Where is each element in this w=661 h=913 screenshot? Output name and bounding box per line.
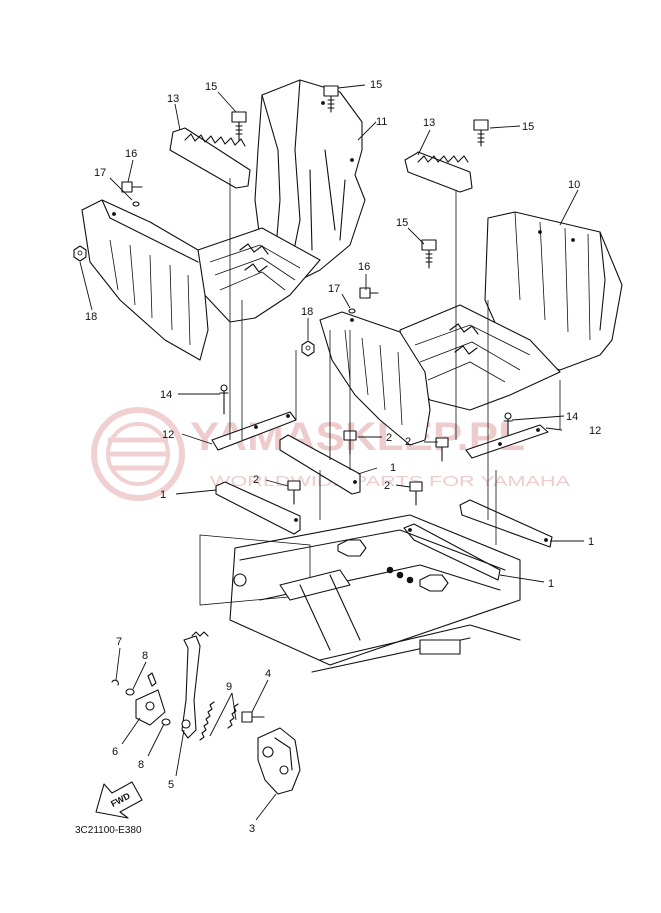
callout-2: 2 xyxy=(384,480,390,492)
callout-5: 5 xyxy=(168,779,174,791)
right-footrest-guard xyxy=(319,211,623,446)
brake-pedal-assembly xyxy=(95,631,301,819)
callout-7: 7 xyxy=(116,636,122,648)
left-footrest-guard xyxy=(81,79,366,361)
callout-18: 18 xyxy=(85,311,97,323)
callout-16: 16 xyxy=(358,261,370,273)
callout-2: 2 xyxy=(405,436,411,448)
callout-8: 8 xyxy=(142,650,148,662)
left-footrest-rubber xyxy=(169,127,251,189)
callout-labels: 15 15 13 11 16 17 18 13 15 10 15 16 17 1… xyxy=(85,79,601,835)
callout-1: 1 xyxy=(588,536,594,548)
callout-2: 2 xyxy=(253,474,259,486)
callout-15: 15 xyxy=(522,121,534,133)
callout-12: 12 xyxy=(162,429,174,441)
callout-1: 1 xyxy=(160,489,166,501)
callout-15: 15 xyxy=(396,217,408,229)
callout-9: 9 xyxy=(226,681,232,693)
diagram-code: 3C21100-E380 xyxy=(75,825,142,836)
callout-6: 6 xyxy=(112,746,118,758)
callout-3: 3 xyxy=(249,823,255,835)
callout-17: 17 xyxy=(328,283,340,295)
callout-14: 14 xyxy=(160,389,172,401)
callout-1: 1 xyxy=(390,462,396,474)
fwd-arrow-icon xyxy=(95,781,143,819)
watermark-logo xyxy=(91,407,185,501)
leader-lines xyxy=(79,84,584,821)
brackets-and-stays xyxy=(211,411,553,581)
callout-13: 13 xyxy=(167,93,179,105)
callout-8: 8 xyxy=(138,759,144,771)
callout-17: 17 xyxy=(94,167,106,179)
bolts xyxy=(73,85,513,506)
callout-18: 18 xyxy=(301,306,313,318)
callout-16: 16 xyxy=(125,148,137,160)
callout-12: 12 xyxy=(589,425,601,437)
callout-15: 15 xyxy=(370,79,382,91)
callout-2: 2 xyxy=(386,432,392,444)
callout-15: 15 xyxy=(205,81,217,93)
callout-4: 4 xyxy=(265,668,271,680)
callout-11: 11 xyxy=(376,116,387,128)
callout-13: 13 xyxy=(423,117,435,129)
right-footrest-rubber xyxy=(404,151,473,193)
callout-10: 10 xyxy=(568,179,580,191)
frame-section xyxy=(199,514,521,673)
callout-1: 1 xyxy=(548,578,554,590)
callout-14: 14 xyxy=(566,411,578,423)
watermark: YAMASKLEP.PL WORLDWIDE PARTS FOR YAMAHA xyxy=(91,407,570,501)
